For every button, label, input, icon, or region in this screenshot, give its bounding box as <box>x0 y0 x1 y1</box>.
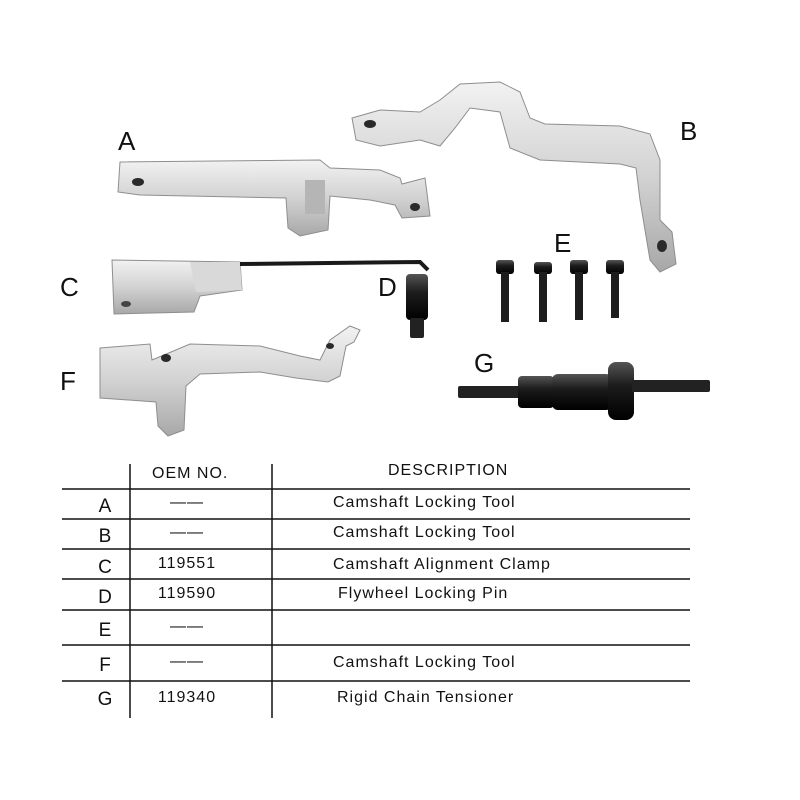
tool-f-camshaft-locking-tool <box>99 325 361 437</box>
tool-g-rigid-chain-tensioner <box>458 362 710 420</box>
row-b-letter: B <box>98 526 112 547</box>
row-c-oem: 119551 <box>157 555 217 572</box>
tool-c-camshaft-alignment-clamp <box>111 259 430 315</box>
tool-kit-illustration <box>99 81 710 437</box>
row-e-letter: E <box>98 620 112 641</box>
tool-a-camshaft-locking-tool <box>117 159 431 237</box>
row-d-oem: 119590 <box>157 585 217 602</box>
row-f-oem: —— <box>170 653 204 670</box>
label-g: G <box>474 348 495 378</box>
tool-e-bolt-set <box>496 260 624 322</box>
label-f: F <box>60 366 76 396</box>
row-g-desc: Rigid Chain Tensioner <box>337 689 515 706</box>
row-a-oem: —— <box>170 494 204 511</box>
row-a-desc: Camshaft Locking Tool <box>333 494 516 511</box>
label-c: C <box>60 272 79 302</box>
row-g-oem: 119340 <box>157 689 217 706</box>
label-d: D <box>378 272 397 302</box>
row-f-letter: F <box>99 655 111 676</box>
row-c-letter: C <box>98 557 112 578</box>
tool-b-camshaft-locking-tool <box>351 81 677 273</box>
tool-d-flywheel-locking-pin <box>406 274 428 338</box>
header-description: DESCRIPTION <box>388 462 509 479</box>
label-b: B <box>680 116 698 146</box>
row-d-letter: D <box>98 587 112 608</box>
row-f-desc: Camshaft Locking Tool <box>333 654 516 671</box>
row-b-desc: Camshaft Locking Tool <box>333 524 516 541</box>
label-e: E <box>554 228 572 258</box>
label-a: A <box>118 126 136 156</box>
header-oem-no: OEM NO. <box>152 465 229 482</box>
row-g-letter: G <box>97 689 113 710</box>
row-c-desc: Camshaft Alignment Clamp <box>333 556 551 573</box>
row-b-oem: —— <box>170 524 204 541</box>
row-a-letter: A <box>98 496 112 517</box>
row-d-desc: Flywheel Locking Pin <box>338 585 509 602</box>
row-e-oem: —— <box>170 618 204 635</box>
